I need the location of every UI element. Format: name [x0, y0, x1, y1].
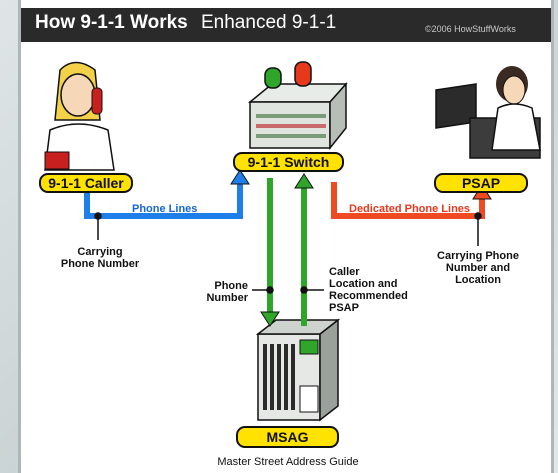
diagram-title: How 9-1-1 Works	[35, 12, 188, 33]
caller-label: 9-1-1 Caller	[39, 173, 133, 193]
copyright-notice: ©2006 HowStuffWorks	[425, 24, 516, 34]
leader-lines	[94, 212, 482, 294]
psap-illustration	[435, 66, 541, 159]
diagram-subtitle: Enhanced 9-1-1	[201, 12, 337, 33]
phone-lines-arrowhead	[230, 169, 250, 185]
caller-illustration	[39, 60, 119, 171]
switch-illustration	[247, 61, 348, 151]
phone-number-arrowhead	[260, 311, 280, 327]
dedicated-lines-connector	[331, 182, 485, 219]
phone-lines-connector	[84, 182, 243, 219]
title-bar	[21, 8, 551, 42]
msag-caption: Master Street Address Guide	[217, 456, 359, 468]
caller-location-flow-label: Caller Location and Recommended PSAP	[329, 266, 408, 314]
phone-lines-label: Phone Lines	[132, 203, 198, 215]
switch-label: 9-1-1 Switch	[233, 152, 344, 172]
phone-number-flow-label: Phone Number	[206, 280, 248, 304]
carrying-phone-number-label: Carrying Phone Number	[60, 246, 140, 270]
msag-label: MSAG	[236, 426, 339, 448]
psap-label: PSAP	[434, 173, 528, 193]
carrying-phone-location-label: Carrying Phone Number and Location	[437, 250, 519, 286]
msag-illustration	[255, 318, 341, 422]
dedicated-lines-label: Dedicated Phone Lines	[349, 203, 471, 215]
caller-location-arrowhead	[294, 173, 314, 189]
